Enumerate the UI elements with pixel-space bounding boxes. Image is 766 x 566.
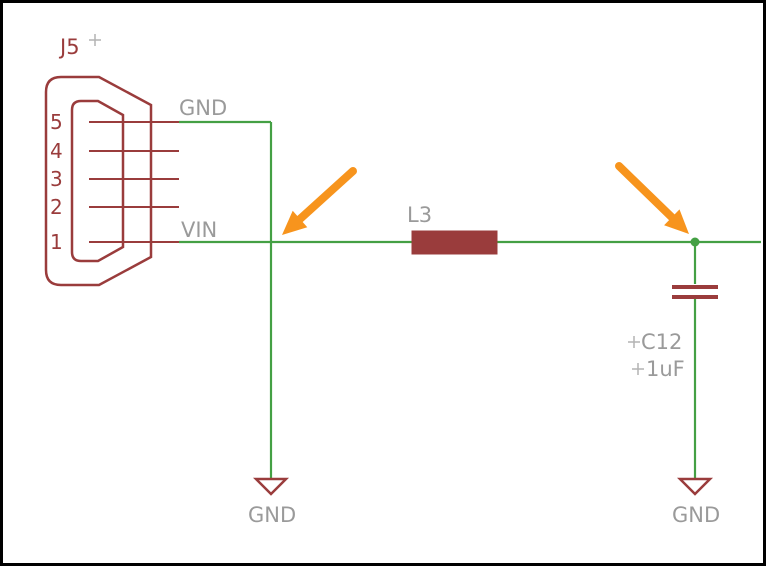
inductor-designator: L3 [407,203,432,227]
ground-symbol-right: GND [672,477,720,527]
ground-triangle-right [676,477,714,496]
ground-symbol-left: GND [248,477,296,527]
capacitor-designator: C12 [641,330,682,354]
origin-cross-c12-value [632,363,644,375]
ground-label-left: GND [248,503,296,527]
inductor-body [411,230,498,255]
connector-designator: J5 [58,35,80,59]
vin-net-label: VIN [181,218,217,242]
inductor-symbol: L3 [407,203,498,255]
pin-number-4: 4 [50,139,63,163]
arrow-head-right [664,209,689,234]
capacitor-value: 1uF [646,357,685,381]
net-junction-dot [690,237,700,247]
origin-cross-j5 [89,34,101,46]
ground-triangle-left [252,477,290,496]
pin-number-2: 2 [50,195,63,219]
schematic-drawing: 5 4 3 2 1 J5 GND VIN L3 [44,34,761,527]
pin-number-1: 1 [50,230,63,254]
annotation-arrow-right [615,162,689,234]
net-wires [179,120,761,478]
connector-inner-outline [70,99,125,263]
usb-connector-symbol: 5 4 3 2 1 J5 [44,34,179,287]
origin-cross-c12 [628,336,640,348]
capacitor-symbol: C12 1uF [628,285,718,381]
arrow-shaft-right [615,162,676,222]
pin-number-3: 3 [50,167,63,191]
gnd-net-label: GND [179,96,227,120]
arrow-shaft-left [296,167,357,223]
arrow-head-left [282,210,308,235]
connector-outer-outline [44,75,153,287]
annotation-arrow-left [282,167,357,235]
ground-label-right: GND [672,503,720,527]
pin-number-5: 5 [50,110,63,134]
